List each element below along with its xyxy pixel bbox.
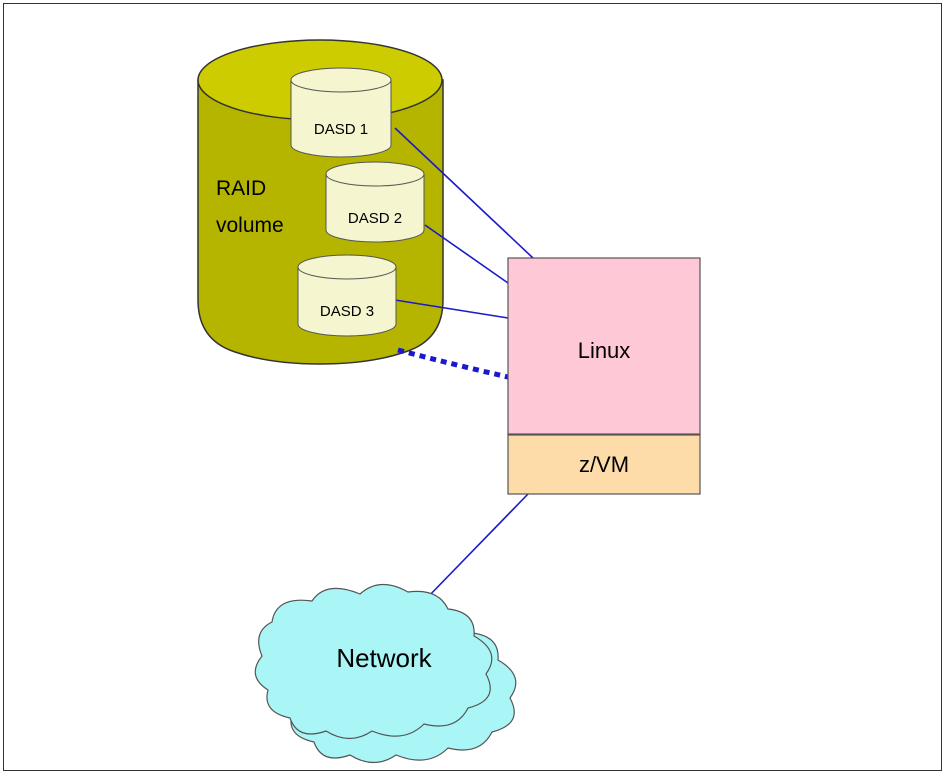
dasd-3-label: DASD 3 (320, 303, 374, 320)
dasd-2-label: DASD 2 (348, 210, 402, 227)
linux-label: Linux (578, 338, 631, 363)
zvm-label: z/VM (579, 452, 629, 477)
dotted-connector-raid-linux (397, 347, 509, 380)
linux-box (507, 257, 701, 435)
network-label: Network (336, 643, 432, 673)
zvm-box (507, 434, 701, 495)
connectors (394, 127, 534, 601)
connector-dasd1-linux (394, 127, 534, 259)
raid-label-line2: volume (216, 214, 284, 237)
dasd-1-disk (290, 67, 392, 158)
raid-label-line1: RAID (216, 177, 266, 200)
connector-dasd3-linux (394, 299, 509, 319)
dasd-2-disk (325, 161, 425, 243)
dasd-3-disk (297, 254, 397, 337)
network-cloud (254, 583, 517, 764)
dasd-1-label: DASD 1 (314, 121, 368, 138)
connector-zvm-network (424, 493, 529, 601)
connector-dasd2-linux (424, 224, 509, 284)
